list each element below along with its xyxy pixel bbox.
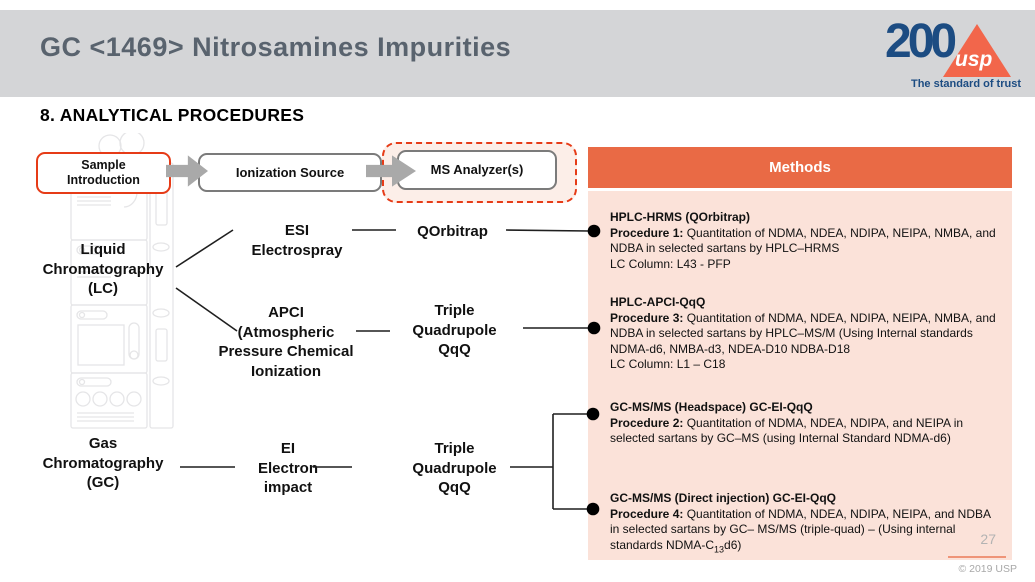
label-qorbitrap: QOrbitrap: [417, 223, 488, 240]
method-title: GC-MS/MS (Direct injection) GC-EI-QqQ: [610, 491, 837, 505]
section-heading: 8. ANALYTICAL PROCEDURES: [40, 105, 305, 125]
usp-wordmark: usp: [955, 48, 993, 71]
header-bar: GC <1469> Nitrosamines Impurities 200 us…: [0, 10, 1035, 97]
ms-analyzer-box: MS Analyzer(s): [397, 150, 557, 190]
label-ei-electron-impact: EI Electron impact: [257, 440, 318, 496]
label-esi-electrospray: ESI Electrospray: [251, 222, 343, 259]
page-number-rule: [948, 556, 1006, 558]
method-procedure: Procedure 3: Quantitation of NDMA, NDEA,…: [610, 310, 996, 356]
method-title: HPLC-HRMS (QOrbitrap): [610, 210, 750, 224]
label-triple-quadrupole-bottom: Triple Quadrupole QqQ: [412, 440, 497, 496]
label-triple-quadrupole-top: Triple Quadrupole QqQ: [412, 302, 497, 358]
page-number: 27: [980, 531, 996, 547]
method-procedure: Procedure 4: Quantitation of NDMA, NDEA,…: [610, 506, 991, 555]
page-title: GC <1469> Nitrosamines Impurities: [40, 32, 512, 62]
copyright-text: © 2019 USP: [958, 563, 1017, 575]
sample-introduction-box: Sample Introduction: [36, 152, 171, 194]
method-procedure: Procedure 2: Quantitation of NDMA, NDEA,…: [610, 415, 964, 446]
method-title: GC-MS/MS (Headspace) GC-EI-QqQ: [610, 400, 813, 414]
method-block: HPLC-HRMS (QOrbitrap)Procedure 1: Quanti…: [610, 210, 1002, 272]
label-gas-chromatography: Gas Chromatography (GC): [42, 435, 164, 491]
label-apci: APCI (Atmospheric Pressure Chemical Ioni…: [218, 304, 354, 380]
label-liquid-chromatography: Liquid Chromatography (LC): [42, 241, 164, 297]
ionization-source-box: Ionization Source: [198, 153, 382, 192]
method-column-note: LC Column: L1 – C18: [610, 357, 726, 372]
usp-tagline: The standard of trust: [910, 78, 1021, 90]
method-procedure: Procedure 1: Quantitation of NDMA, NDEA,…: [610, 225, 996, 256]
methods-panel-header: Methods: [588, 147, 1012, 188]
usp-logo: 200 usp The standard of trust: [885, 15, 1021, 90]
usp-200-icon: 200: [885, 15, 957, 68]
methods-panel: HPLC-HRMS (QOrbitrap)Procedure 1: Quanti…: [588, 191, 1012, 560]
method-column-note: LC Column: L43 - PFP: [610, 256, 731, 271]
method-title: HPLC-APCI-QqQ: [610, 295, 706, 309]
